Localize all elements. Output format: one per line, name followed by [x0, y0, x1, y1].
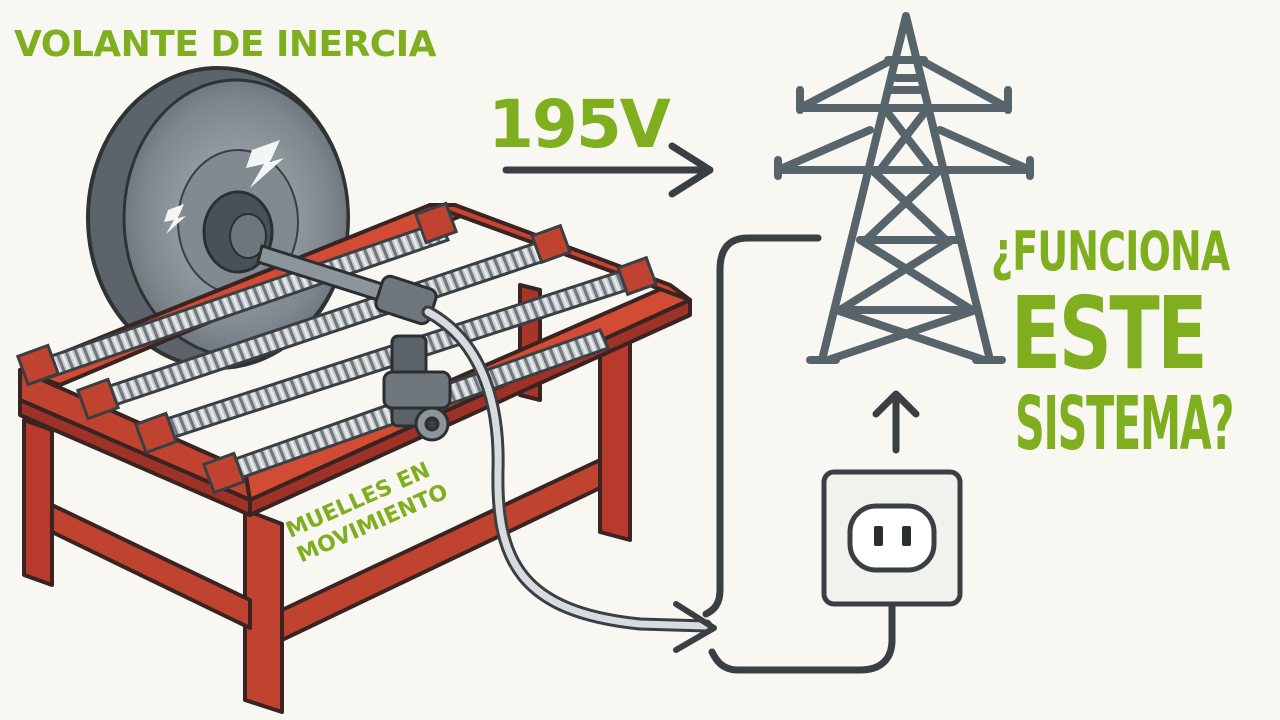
generator-linkage [256, 244, 452, 442]
transmission-tower-icon [774, 12, 1034, 364]
arrow-up-icon [872, 390, 920, 454]
return-line [702, 234, 822, 618]
plug-cable [708, 552, 896, 674]
arrow-right-icon [502, 142, 714, 198]
arrow-right-icon [673, 601, 717, 653]
question-line1: ¿FUNCIONA [991, 220, 1230, 283]
voltage-label: 195V [488, 86, 671, 163]
flywheel-machine [15, 66, 713, 714]
wall-socket-icon [821, 469, 963, 607]
question-heading: ¿FUNCIONA ESTE SISTEMA? [958, 220, 1258, 464]
flywheel-label: VOLANTE DE INERCIA [14, 24, 436, 65]
question-line2: ESTE [1010, 275, 1208, 392]
question-line3: SISTEMA? [1015, 381, 1234, 467]
